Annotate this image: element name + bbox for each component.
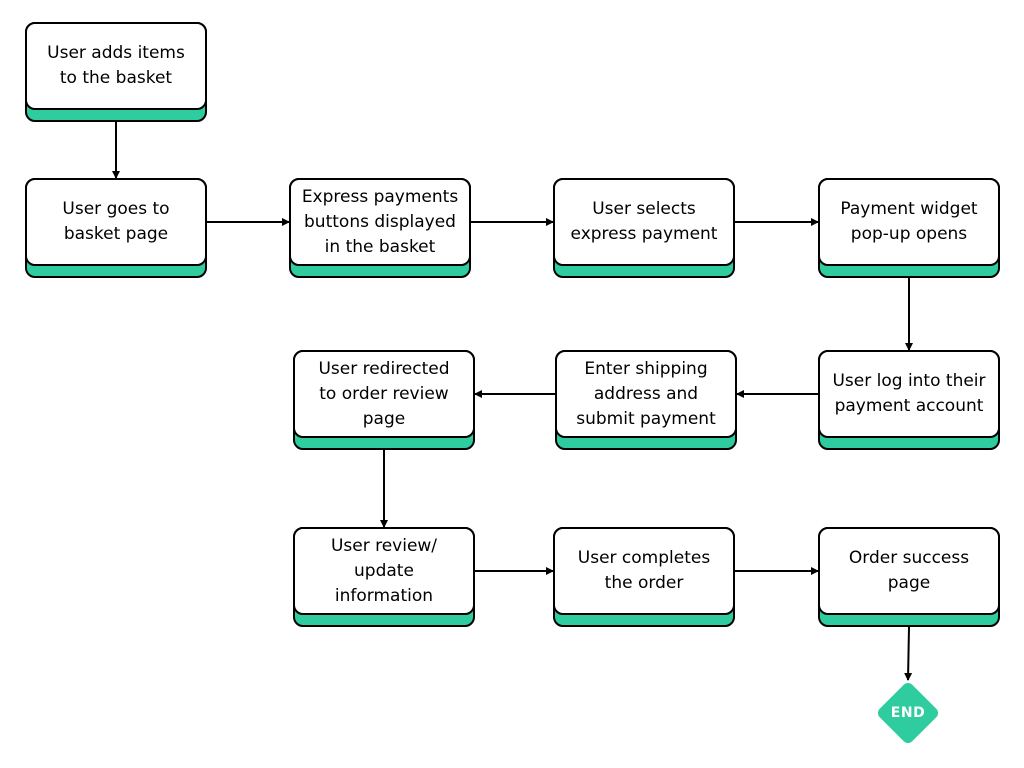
step-label: Enter shipping address and submit paymen… [576,358,716,429]
step-face: Express payments buttons displayed in th… [289,178,471,266]
step-login-account: User log into their payment account [818,350,1000,450]
end-label: END [890,705,926,721]
step-express-buttons: Express payments buttons displayed in th… [289,178,471,278]
step-enter-shipping: Enter shipping address and submit paymen… [555,350,737,450]
step-face: User selects express payment [553,178,735,266]
step-label: User redirected to order review page [318,358,450,429]
step-face: User log into their payment account [818,350,1000,438]
step-face: User goes to basket page [25,178,207,266]
step-label: User review/ update information [330,535,438,606]
step-basket-page: User goes to basket page [25,178,207,278]
step-face: User redirected to order review page [293,350,475,438]
step-face: Order success page [818,527,1000,615]
step-face: User review/ update information [293,527,475,615]
step-review-update: User review/ update information [293,527,475,627]
step-widget-popup: Payment widget pop-up opens [818,178,1000,278]
step-label: Express payments buttons displayed in th… [301,186,459,257]
step-label: Order success page [848,548,970,593]
step-label: User goes to basket page [62,199,170,244]
step-label: User selects express payment [570,199,718,244]
step-order-review: User redirected to order review page [293,350,475,450]
step-face: Enter shipping address and submit paymen… [555,350,737,438]
step-complete-order: User completes the order [553,527,735,627]
step-label: User completes the order [577,548,711,593]
step-face: Payment widget pop-up opens [818,178,1000,266]
step-label: User adds items to the basket [47,43,185,88]
step-label: User log into their payment account [832,371,986,416]
step-order-success: Order success page [818,527,1000,627]
step-face: User completes the order [553,527,735,615]
step-add-items: User adds items to the basket [25,22,207,122]
step-label: Payment widget pop-up opens [840,199,978,244]
end-terminator: END [875,680,941,746]
connector-arrow-n11-to-end [904,626,913,681]
step-face: User adds items to the basket [25,22,207,110]
step-select-express: User selects express payment [553,178,735,278]
